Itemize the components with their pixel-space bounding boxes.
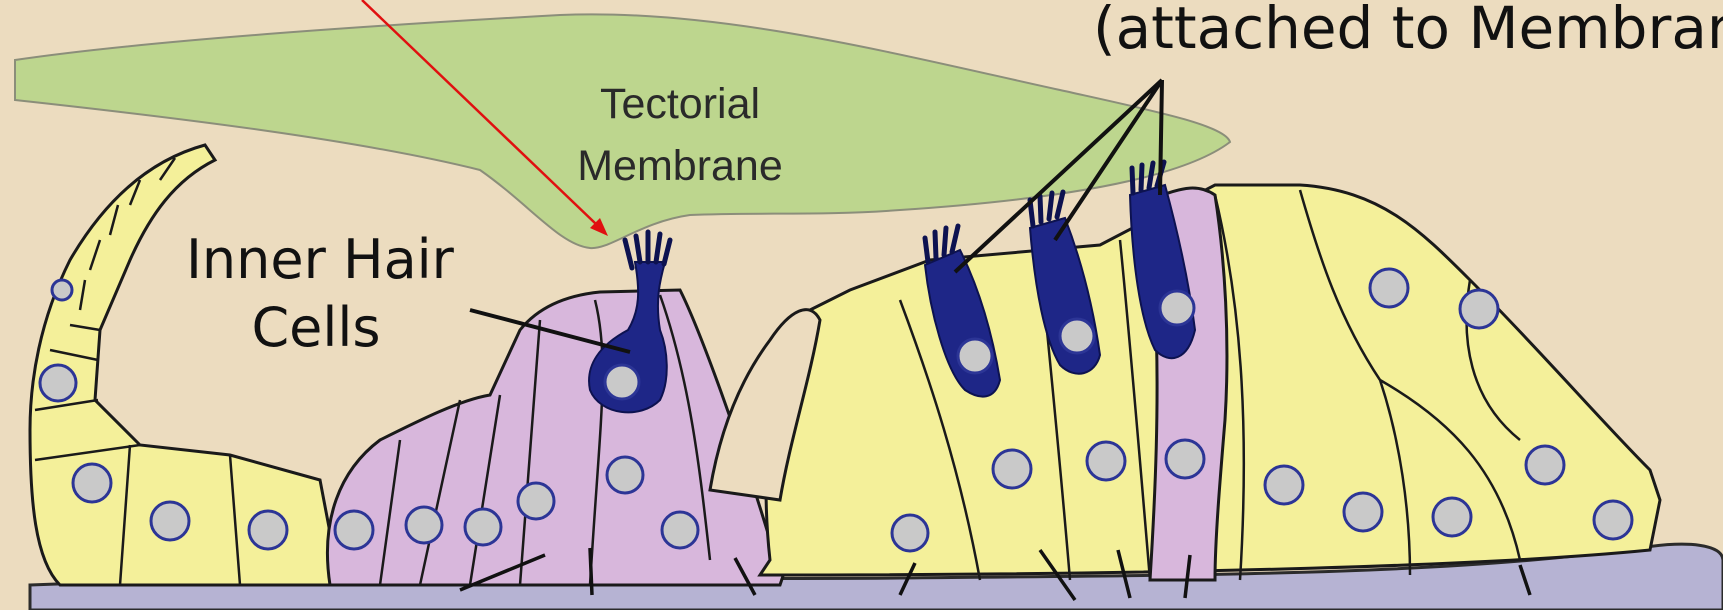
inner-hair-cells-label-line2: Cells [186, 294, 446, 362]
inner-hair-cells-label-line1: Inner Hair [186, 226, 446, 294]
outer-hair-cells-caption: (attached to Membrane) [1093, 0, 1723, 62]
tectorial-label-line2: Membrane [577, 142, 783, 190]
inner-hair-cells-label: Inner Hair Cells [186, 226, 446, 362]
tectorial-label-line1: Tectorial [600, 80, 760, 128]
